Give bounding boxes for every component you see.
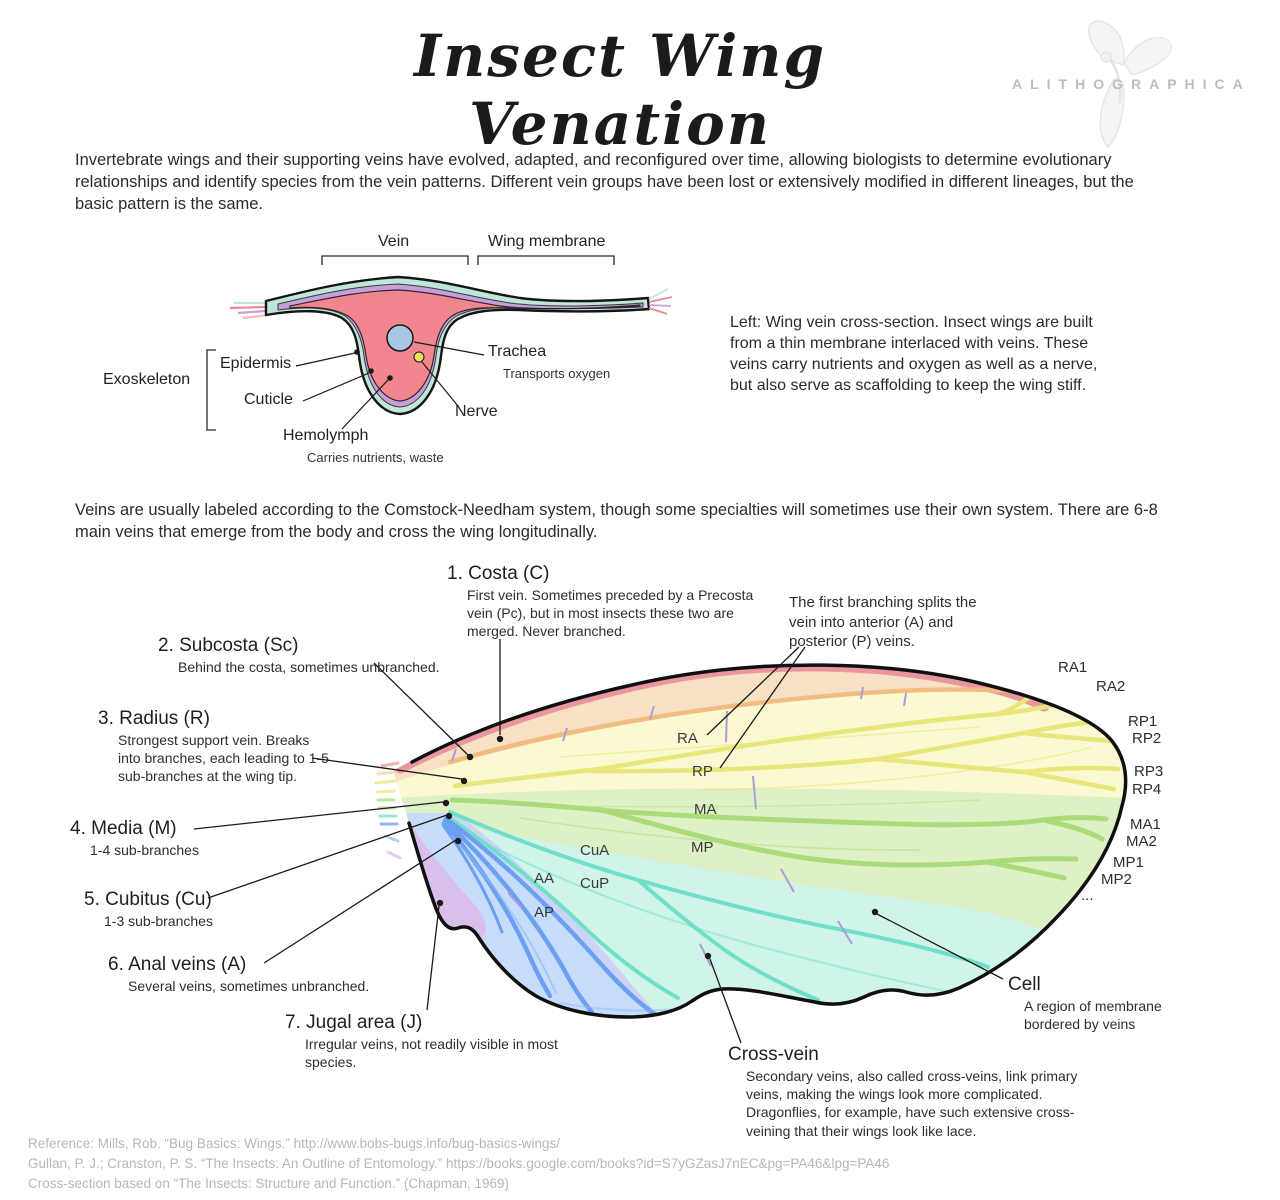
tip-label-ellipsis: ... [1081,887,1094,904]
cross-vein-heading: Cross-vein [728,1044,819,1065]
nerve-label: Nerve [455,403,498,420]
hemolymph-note: Carries nutrients, waste [307,450,444,465]
tip-label-mp2: MP2 [1101,871,1132,888]
rp-label: RP [692,763,713,780]
cell-desc: A region of membrane bordered by veins [1024,998,1162,1033]
tip-label-rp1: RP1 [1128,713,1157,730]
cubitus-desc: 1-3 sub-branches [104,913,213,929]
wing-root-streaks [374,761,402,860]
mp-label: MP [691,839,714,856]
radius-desc: Strongest support vein. Breaks into bran… [118,732,329,785]
brand-wordmark: ALITHOGRAPHICA [1012,76,1251,92]
tip-label-ra1: RA1 [1058,659,1087,676]
intro-paragraph: Invertebrate wings and their supporting … [75,151,1134,213]
cross-section-caption: Left: Wing vein cross-section. Insect wi… [730,314,1098,395]
tip-label-mp1: MP1 [1113,854,1144,871]
hemolymph-label: Hemolymph [283,427,369,444]
trachea-label: Trachea [488,343,547,360]
ma-label: MA [694,801,717,818]
ra-label: RA [677,730,698,747]
cuticle-label: Cuticle [244,391,293,408]
cross-vein-desc: Secondary veins, also called cross-veins… [746,1068,1078,1139]
costa-desc: First vein. Sometimes preceded by a Prec… [467,587,754,640]
radius-veins [452,676,1121,792]
media-desc: 1-4 sub-branches [90,842,199,858]
reference-line-3: Cross-section based on “The Insects: Str… [28,1176,509,1191]
cell-heading: Cell [1008,974,1041,995]
jugal-field [394,798,486,941]
torn-edge-left [229,301,269,320]
epidermis-label: Epidermis [220,355,292,372]
jugal-heading: 7. Jugal area (J) [285,1012,423,1033]
tip-label-rp4: RP4 [1132,781,1161,798]
aa-label: AA [534,870,554,887]
subcosta-vein [447,687,1055,765]
media-veins [449,797,1109,881]
tip-label-ma2: MA2 [1126,833,1157,850]
subcosta-desc: Behind the costa, sometimes unbranched. [178,659,440,675]
cubitus-heading: 5. Cubitus (Cu) [84,889,212,910]
cross-vein-ticks [451,686,907,967]
comstock-needham-note: Veins are usually labeled according to t… [75,501,1158,541]
tip-label-rp3: RP3 [1134,763,1163,780]
wing-leader-dots [436,735,879,960]
exoskeleton-label: Exoskeleton [103,371,191,388]
trachea-note: Transports oxygen [503,366,611,381]
tip-label-ma1: MA1 [1130,816,1161,833]
cup-label: CuP [580,875,609,892]
cross-section-leader-dots [354,349,393,381]
costa-stripe [394,665,1050,774]
trachea-shape [386,324,414,352]
wing-outline [407,663,1128,1019]
cross-section-hemolymph-interior [289,289,641,402]
ap-label: AP [534,904,554,921]
tip-label-rp2: RP2 [1132,730,1161,747]
media-heading: 4. Media (M) [70,818,177,839]
membrane-bracket-label: Wing membrane [488,233,606,250]
subcosta-heading: 2. Subcosta (Sc) [158,635,299,656]
cua-label: CuA [580,842,609,859]
costa-heading: 1. Costa (C) [447,563,550,584]
cross-section-epidermis-layer [277,283,644,408]
reference-line-1: Reference: Mills, Rob. “Bug Basics: Wing… [28,1136,560,1151]
nerve-shape [413,351,425,363]
anal-desc: Several veins, sometimes unbranched. [128,978,370,994]
tip-label-ra2: RA2 [1096,678,1125,695]
jugal-desc: Irregular veins, not readily visible in … [305,1036,558,1071]
vein-cross-section-diagram [206,255,673,431]
reference-line-2: Gullan, P. J.; Cranston, P. S. “The Inse… [28,1156,890,1171]
anal-heading: 6. Anal veins (A) [108,954,247,975]
anal-teal-boundary [446,811,674,1017]
page-title: Insect Wing Venation [413,22,827,158]
torn-edge-right [648,288,673,315]
cross-section-cuticle-layer [264,275,651,416]
cubitus-veins [446,810,990,1016]
anal-veins [441,816,701,1017]
vein-bracket-label: Vein [378,233,410,250]
branching-note: The first branching splits the vein into… [789,594,977,650]
radius-heading: 3. Radius (R) [98,708,210,729]
